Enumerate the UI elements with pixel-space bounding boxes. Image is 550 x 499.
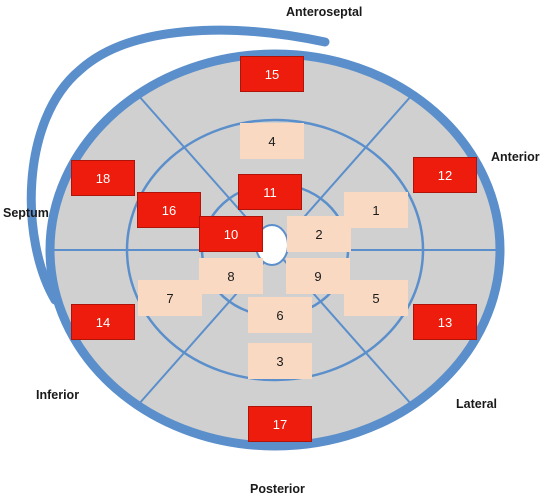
segment-17: 17 (248, 406, 312, 442)
segment-15: 15 (240, 56, 304, 92)
segment-5: 5 (344, 280, 408, 316)
segment-13: 13 (413, 304, 477, 340)
segment-11: 11 (238, 174, 302, 210)
segment-12: 12 (413, 157, 477, 193)
segment-14: 14 (71, 304, 135, 340)
segment-1: 1 (344, 192, 408, 228)
segment-10: 10 (199, 216, 263, 252)
segment-8: 8 (199, 258, 263, 294)
segment-2: 2 (287, 216, 351, 252)
label-inferior: Inferior (36, 388, 80, 402)
segment-16: 16 (137, 192, 201, 228)
label-anterior: Anterior (491, 150, 540, 164)
label-posterior: Posterior (250, 482, 305, 496)
segment-3: 3 (248, 343, 312, 379)
segment-18: 18 (71, 160, 135, 196)
segment-4: 4 (240, 123, 304, 159)
segment-9: 9 (286, 258, 350, 294)
segment-6: 6 (248, 297, 312, 333)
label-lateral: Lateral (456, 397, 497, 411)
label-anteroseptal: Anteroseptal (286, 5, 363, 19)
segment-7: 7 (138, 280, 202, 316)
wrap-arc (26, 25, 330, 305)
label-septum: Septum (3, 206, 49, 220)
